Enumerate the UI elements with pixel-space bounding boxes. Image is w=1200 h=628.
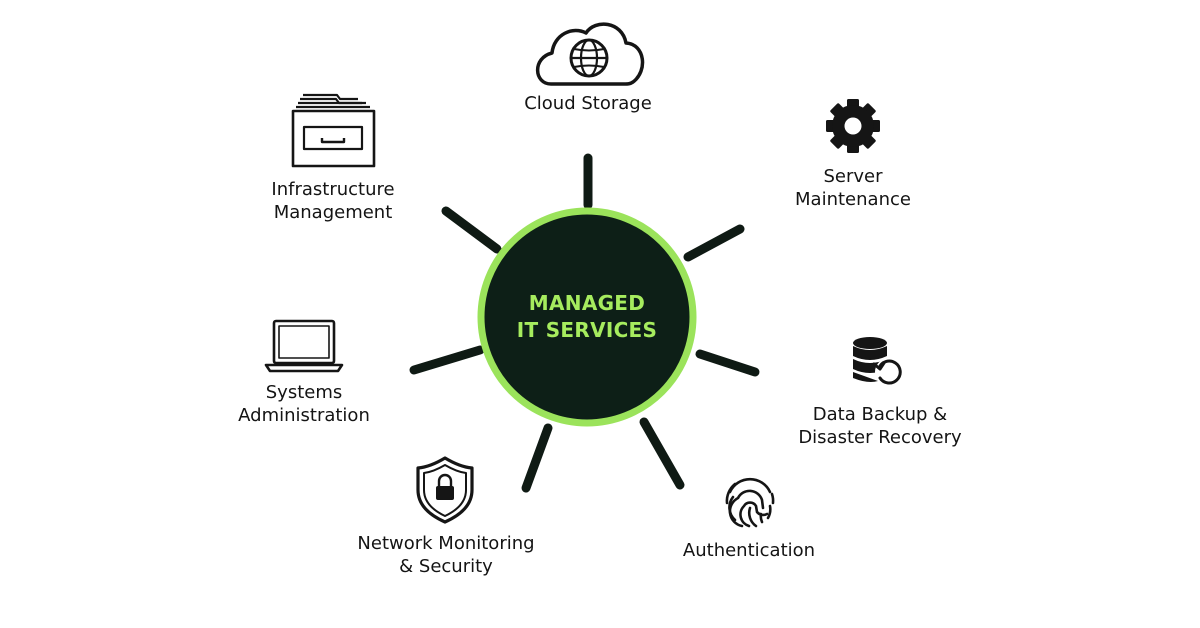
node-cloud-storage: Cloud Storage xyxy=(498,92,678,115)
node-network-security-line-1: Network Monitoring xyxy=(357,533,535,554)
node-infrastructure-management-line-1: Infrastructure xyxy=(271,179,395,200)
shield-lock-icon xyxy=(416,456,474,524)
node-data-backup: Data Backup & Disaster Recovery xyxy=(780,403,980,449)
file-cabinet-icon xyxy=(291,93,376,168)
spoke-infrastructure-management xyxy=(441,206,502,254)
spoke-network-security xyxy=(521,423,553,493)
laptop-icon xyxy=(264,319,344,373)
node-infrastructure-management-line-2: Management xyxy=(273,202,393,223)
node-systems-administration-line-1: Systems xyxy=(265,382,343,403)
hub-ring xyxy=(477,207,697,427)
spoke-authentication xyxy=(639,417,685,490)
node-authentication: Authentication xyxy=(659,539,839,562)
node-authentication-label: Authentication xyxy=(682,540,816,561)
cloud-globe-icon xyxy=(535,22,645,86)
node-data-backup-line-1: Data Backup & xyxy=(812,404,948,425)
node-server-maintenance: Server Maintenance xyxy=(773,165,933,211)
node-network-security: Network Monitoring & Security xyxy=(336,532,556,578)
fingerprint-icon xyxy=(725,477,775,528)
node-data-backup-line-2: Disaster Recovery xyxy=(798,427,962,448)
spoke-data-backup xyxy=(695,349,760,377)
node-cloud-storage-label: Cloud Storage xyxy=(524,93,652,114)
hub-title: MANAGED IT SERVICES xyxy=(487,290,687,344)
database-backup-icon xyxy=(853,337,903,386)
node-server-maintenance-line-2: Maintenance xyxy=(795,189,911,210)
node-network-security-line-2: & Security xyxy=(399,556,493,577)
node-server-maintenance-line-1: Server xyxy=(823,166,883,187)
hub-title-line-1: MANAGED xyxy=(528,291,646,315)
node-systems-administration-line-2: Administration xyxy=(238,405,370,426)
spokes xyxy=(409,153,760,493)
gear-icon xyxy=(826,99,880,153)
spoke-systems-administration xyxy=(409,345,485,375)
hub-title-line-2: IT SERVICES xyxy=(516,318,658,342)
node-systems-administration: Systems Administration xyxy=(214,381,394,427)
node-infrastructure-management: Infrastructure Management xyxy=(243,178,423,224)
spoke-server-maintenance xyxy=(683,224,745,262)
